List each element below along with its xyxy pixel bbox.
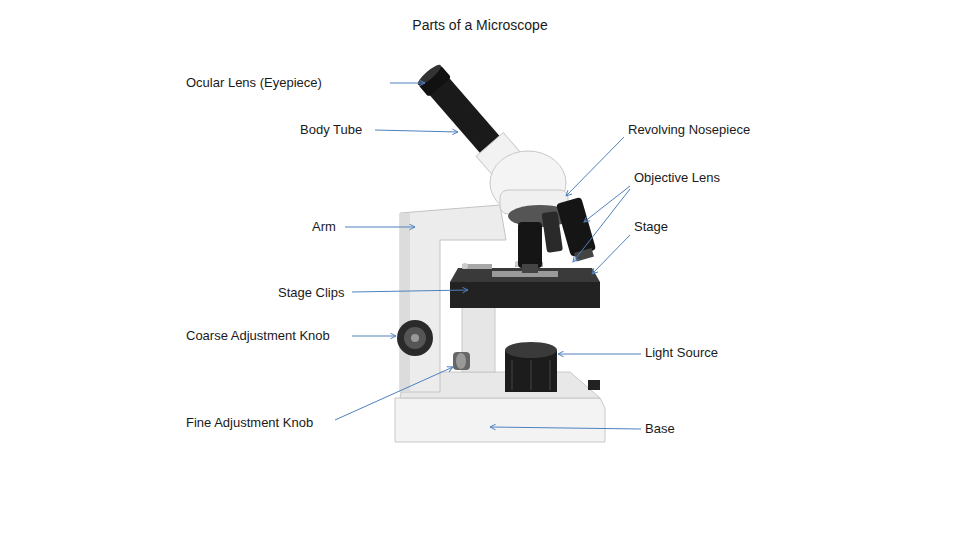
part-label: Coarse Adjustment Knob <box>186 328 330 344</box>
microscope-stage <box>450 261 600 308</box>
part-label: Ocular Lens (Eyepiece) <box>186 75 322 91</box>
leader-line <box>390 83 425 84</box>
leader-line <box>584 186 630 222</box>
diagram-title: Parts of a Microscope <box>0 16 960 34</box>
leader-line <box>335 367 453 420</box>
leader-line <box>566 137 624 196</box>
leader-line <box>352 290 468 292</box>
part-label: Arm <box>312 219 336 235</box>
adjustment-knobs <box>397 320 470 370</box>
part-label: Fine Adjustment Knob <box>186 415 313 431</box>
part-label: Body Tube <box>300 122 362 138</box>
leader-line <box>592 235 630 274</box>
part-label: Light Source <box>645 345 718 361</box>
part-label: Objective Lens <box>634 170 720 186</box>
leader-line <box>345 227 415 228</box>
part-label: Stage Clips <box>278 285 344 301</box>
leader-line <box>558 354 641 355</box>
part-label: Base <box>645 421 675 437</box>
light-source <box>505 342 557 392</box>
leader-line <box>573 189 630 262</box>
leader-line <box>490 427 641 429</box>
part-label: Revolving Nosepiece <box>628 122 750 138</box>
objective-lenses <box>518 197 598 273</box>
leader-line <box>375 130 458 132</box>
leader-lines <box>335 83 641 429</box>
leader-line <box>352 336 396 337</box>
part-label: Stage <box>634 219 668 235</box>
